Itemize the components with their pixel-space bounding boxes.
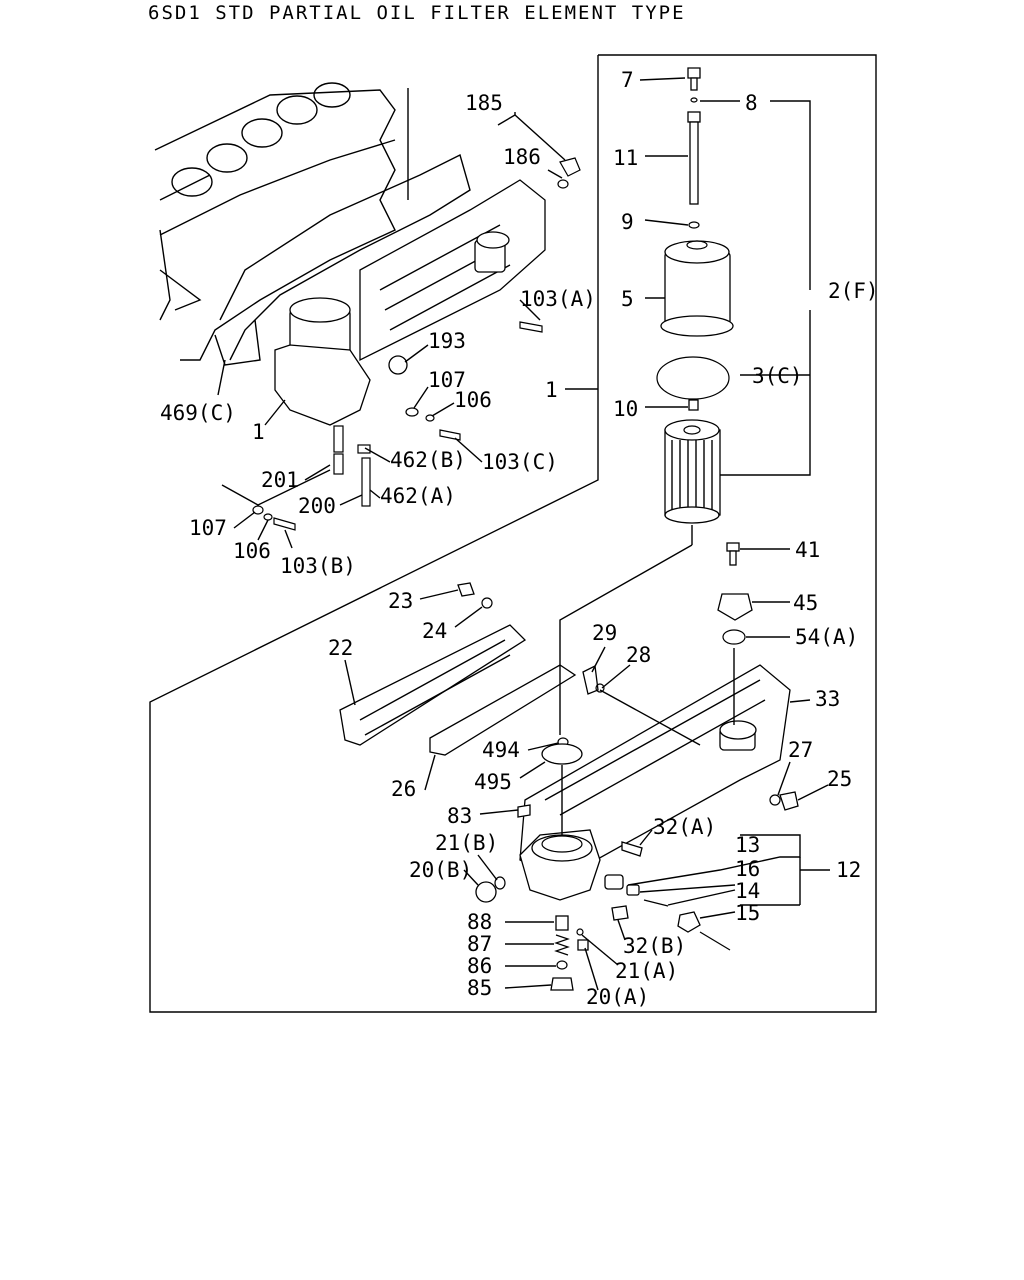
- callout-c469C: 469(C): [160, 401, 236, 425]
- callout-c86: 86: [467, 954, 492, 978]
- callout-c16: 16: [735, 857, 760, 881]
- callout-c103A1: 103(A): [520, 287, 596, 311]
- callout-c26: 26: [391, 777, 416, 801]
- callout-c5: 5: [621, 287, 634, 311]
- callout-c32B: 32(B): [623, 934, 686, 958]
- callout-c87: 87: [467, 932, 492, 956]
- callout-c3C: 3(C): [752, 364, 803, 388]
- engine-block: [154, 82, 471, 366]
- callout-c2F: 2(F): [828, 279, 879, 303]
- callout-c106a: 106: [454, 388, 492, 412]
- leader-lines: [217, 77, 830, 991]
- callout-c106b: 106: [233, 539, 271, 563]
- callout-c13: 13: [735, 833, 760, 857]
- callout-c83: 83: [447, 804, 472, 828]
- callout-c107b: 107: [189, 516, 227, 540]
- callout-c14: 14: [735, 879, 760, 903]
- callout-c201: 201: [261, 468, 299, 492]
- callout-c15: 15: [735, 901, 760, 925]
- callout-c20B: 20(B): [409, 858, 472, 882]
- callout-c33: 33: [815, 687, 840, 711]
- callout-c23: 23: [388, 589, 413, 613]
- callout-c41: 41: [795, 538, 820, 562]
- callout-c32A: 32(A): [653, 815, 716, 839]
- callout-c85: 85: [467, 976, 492, 1000]
- callout-c24: 24: [422, 619, 447, 643]
- oil-cooler-assembly-top: [252, 157, 581, 531]
- callout-c7: 7: [621, 68, 634, 92]
- callout-c103B: 103(B): [280, 554, 356, 578]
- callout-c1b: 1: [545, 378, 558, 402]
- callout-c29: 29: [592, 621, 617, 645]
- callout-c107a: 107: [428, 368, 466, 392]
- callout-c21B: 21(B): [435, 831, 498, 855]
- callout-c22: 22: [328, 636, 353, 660]
- callout-c462B: 462(B): [390, 448, 466, 472]
- callout-c8: 8: [745, 91, 758, 115]
- callout-c193: 193: [428, 329, 466, 353]
- callout-c27: 27: [788, 738, 813, 762]
- callout-c494: 494: [482, 738, 520, 762]
- callout-c185: 185: [465, 91, 503, 115]
- callout-c462A: 462(A): [380, 484, 456, 508]
- callout-c45: 45: [793, 591, 818, 615]
- callout-c186: 186: [503, 145, 541, 169]
- callout-c12: 12: [836, 858, 861, 882]
- callout-c20A: 20(A): [586, 985, 649, 1009]
- callout-c88: 88: [467, 910, 492, 934]
- filter-element-stack: [656, 67, 734, 524]
- callout-c200: 200: [298, 494, 336, 518]
- callout-c103C: 103(C): [482, 450, 558, 474]
- callout-c28: 28: [626, 643, 651, 667]
- callout-c11: 11: [613, 146, 638, 170]
- callout-c1a: 1: [252, 420, 265, 444]
- callout-c54A: 54(A): [795, 625, 858, 649]
- callout-c25: 25: [827, 767, 852, 791]
- callout-c21A: 21(A): [615, 959, 678, 983]
- callout-c10: 10: [613, 397, 638, 421]
- callout-c495: 495: [474, 770, 512, 794]
- callout-labels: 185186103(A)193107106469(C)1462(B)103(C)…: [160, 68, 879, 1009]
- assembly-frame: [149, 54, 877, 1013]
- diagram-title: 6SD1 STD PARTIAL OIL FILTER ELEMENT TYPE: [148, 2, 686, 24]
- callout-c9: 9: [621, 210, 634, 234]
- lower-cooler-assembly: [339, 542, 799, 991]
